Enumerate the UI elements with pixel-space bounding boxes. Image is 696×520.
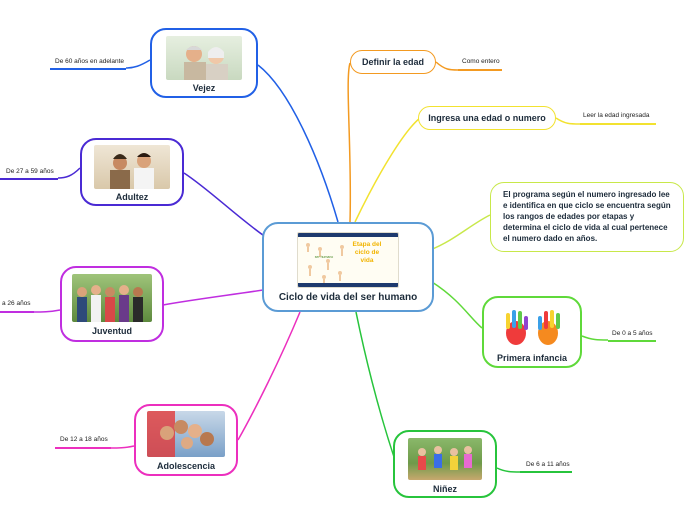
- teenagers-photo: [147, 411, 225, 457]
- link-ingresa: [354, 117, 421, 223]
- elderly-couple-photo: [166, 36, 242, 80]
- adults-couple-photo: [94, 145, 170, 189]
- vejez-leaf: De 60 años en adelante: [55, 58, 125, 65]
- juventud-leaf-line: [0, 311, 34, 313]
- central-node[interactable]: ser humano Etapa del ciclo de vida Ciclo…: [262, 222, 434, 312]
- ninez-label: Niñez: [432, 484, 457, 494]
- link-adolescencia: [237, 311, 301, 441]
- definir-edad-leaf-line: [458, 69, 502, 71]
- vejez-label: Vejez: [192, 83, 216, 93]
- lifecycle-side-label: ser humano: [314, 255, 334, 259]
- adultez-leaf-line: [0, 178, 58, 180]
- adolescencia-leaf-line: [55, 447, 111, 449]
- juventud-leaf: a 26 años: [2, 300, 31, 307]
- adultez-leaf: De 27 a 59 años: [6, 168, 54, 175]
- primera-infancia-node[interactable]: Primera infancia: [482, 296, 582, 368]
- lifecycle-image: ser humano Etapa del ciclo de vida: [297, 232, 399, 288]
- definir-edad-node[interactable]: Definir la edad: [350, 50, 436, 74]
- lifecycle-heading: Etapa del ciclo de vida: [352, 241, 382, 264]
- ninez-node[interactable]: Niñez: [393, 430, 497, 498]
- ninez-leaf-line: [520, 471, 572, 473]
- adolescencia-leaf: De 12 a 18 años: [60, 436, 108, 443]
- vejez-node[interactable]: Vejez: [150, 28, 258, 98]
- link-adultez: [183, 172, 271, 241]
- primera-infancia-leaf-line: [608, 340, 656, 342]
- primera-infancia-label: Primera infancia: [496, 353, 568, 363]
- juventud-node[interactable]: Juventud: [60, 266, 164, 342]
- link-ninez: [355, 311, 396, 461]
- ingresa-edad-node[interactable]: Ingresa una edad o numero: [418, 106, 556, 130]
- children-running-photo: [408, 438, 482, 480]
- ingresa-edad-leaf-line: [580, 123, 656, 125]
- adolescencia-label: Adolescencia: [156, 461, 216, 471]
- programa-description[interactable]: El programa según el numero ingresado le…: [490, 182, 684, 252]
- link-juventud: [162, 289, 264, 306]
- definir-edad-leaf: Como entero: [462, 58, 500, 65]
- link-vejez: [257, 64, 339, 223]
- link-definir: [347, 62, 352, 223]
- link-infancia: [431, 281, 483, 329]
- central-title: Ciclo de vida del ser humano: [278, 292, 418, 303]
- youth-group-photo: [72, 274, 152, 322]
- adultez-node[interactable]: Adultez: [80, 138, 184, 206]
- adultez-label: Adultez: [115, 192, 149, 202]
- link-programa: [429, 214, 491, 251]
- juventud-label: Juventud: [91, 326, 132, 336]
- ingresa-edad-leaf: Leer la edad ingresada: [583, 112, 650, 119]
- adolescencia-node[interactable]: Adolescencia: [134, 404, 238, 476]
- painted-hands-photo: [494, 307, 570, 347]
- ninez-leaf: De 6 a 11 años: [526, 461, 570, 468]
- primera-infancia-leaf: De 0 a 5 años: [612, 330, 653, 337]
- vejez-leaf-line: [50, 68, 126, 70]
